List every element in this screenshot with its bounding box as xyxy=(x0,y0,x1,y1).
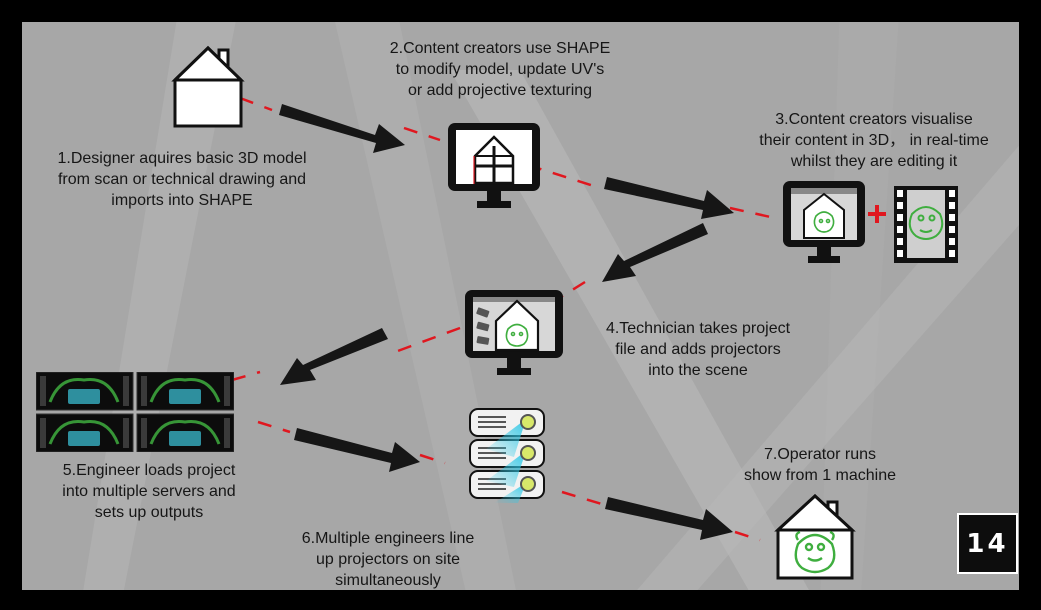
step-2-label: 2.Content creators use SHAPE to modify m… xyxy=(389,40,611,99)
page-number: 14 xyxy=(957,513,1018,574)
connector-2-arrow xyxy=(403,126,441,142)
monitor-video-icon xyxy=(783,181,958,263)
arrow-5-to-6 xyxy=(294,428,420,472)
house-outline-icon xyxy=(171,45,245,128)
media-servers-icon xyxy=(36,372,234,452)
step-7-label: 7.Operator runs show from 1 machine xyxy=(743,446,897,484)
step-4-label: 4.Technician takes project file and adds… xyxy=(605,320,791,379)
connector-6-arrow xyxy=(419,453,446,465)
projector-stack-icon xyxy=(469,408,545,503)
connector-5-6-top xyxy=(231,370,261,382)
connector-4-5 xyxy=(394,326,461,354)
arrow-2-to-3 xyxy=(604,177,734,219)
monitor-projectors-icon xyxy=(465,290,563,375)
step-1-label: 1.Designer aquires basic 3D model from s… xyxy=(57,150,307,209)
connector-3-arrow xyxy=(729,206,776,220)
connector-5-6 xyxy=(257,420,291,434)
arrow-1-to-2 xyxy=(279,104,405,153)
step-6-label: 6.Multiple engineers line up projectors … xyxy=(301,530,475,589)
arrow-4-to-5 xyxy=(280,328,388,385)
arrow-3-to-4 xyxy=(602,223,708,282)
step-5-label: 5.Engineer loads project into multiple s… xyxy=(62,462,236,521)
connector-7-arrow xyxy=(734,530,761,542)
house-mascot-icon xyxy=(774,493,856,580)
arrow-6-to-7 xyxy=(605,497,733,540)
step-3-label: 3.Content creators visualise their conte… xyxy=(759,111,989,170)
connector-1-2 xyxy=(239,96,273,112)
monitor-house-grid-icon xyxy=(448,123,540,208)
connector-6-7 xyxy=(561,490,606,507)
